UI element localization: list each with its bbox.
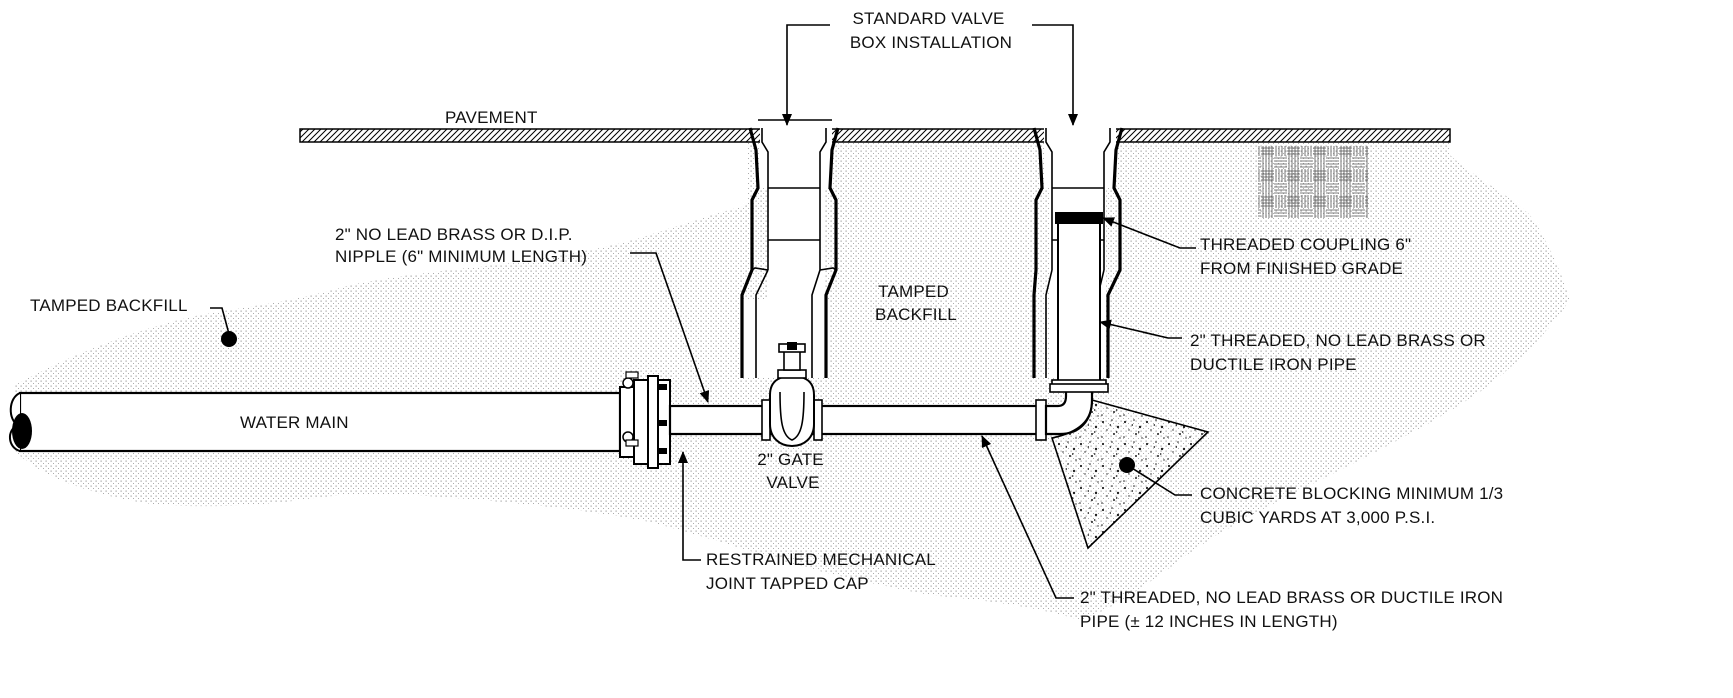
leader-cap bbox=[678, 451, 701, 561]
leader-valve-box-right bbox=[1032, 24, 1078, 126]
leader-nipple bbox=[630, 252, 710, 403]
threaded-pipe-horizontal-label: 2" THREADED, NO LEAD BRASS OR DUCTILE IR… bbox=[1080, 588, 1508, 631]
nipple-label: 2" NO LEAD BRASS OR D.I.P. NIPPLE (6" MI… bbox=[335, 225, 587, 266]
threaded-coupling bbox=[1055, 212, 1103, 224]
leader-backfill-left bbox=[210, 307, 230, 335]
horizontal-threaded-pipe bbox=[668, 404, 1044, 436]
tamped-backfill-left-label: TAMPED BACKFILL bbox=[30, 296, 188, 315]
pavement-label: PAVEMENT bbox=[445, 108, 538, 127]
backfill-dot bbox=[221, 331, 237, 347]
leader-threaded-coupling bbox=[1102, 217, 1196, 249]
valve-box-right bbox=[1032, 127, 1124, 389]
leader-threaded-pipe-horizontal bbox=[981, 435, 1074, 599]
concrete-blocking-label: CONCRETE BLOCKING MINIMUM 1/3 CUBIC YARD… bbox=[1200, 484, 1508, 527]
water-main-label: WATER MAIN bbox=[240, 413, 349, 432]
leader-concrete bbox=[1126, 464, 1192, 496]
mechanical-joint-cap bbox=[619, 371, 671, 469]
concrete-blocking bbox=[1050, 398, 1210, 550]
leader-threaded-pipe-vertical bbox=[1099, 319, 1182, 339]
valve-box-left bbox=[740, 119, 840, 378]
restrained-cap-label: RESTRAINED MECHANICAL JOINT TAPPED CAP bbox=[706, 550, 940, 593]
pavement bbox=[299, 128, 1451, 143]
threaded-pipe-vertical-label: 2" THREADED, NO LEAD BRASS OR DUCTILE IR… bbox=[1190, 331, 1491, 374]
threaded-coupling-label: THREADED COUPLING 6" FROM FINISHED GRADE bbox=[1200, 235, 1416, 278]
tamped-backfill-center-label: TAMPED BACKFILL bbox=[875, 282, 957, 324]
standard-valve-box-label: STANDARD VALVE BOX INSTALLATION bbox=[850, 9, 1012, 52]
gate-valve-label: 2" GATE VALVE bbox=[757, 450, 829, 492]
existing-soil-pattern bbox=[1258, 146, 1368, 218]
pipe-elbow bbox=[1035, 383, 1109, 441]
gate-valve bbox=[761, 342, 823, 448]
leader-valve-box-left bbox=[782, 24, 830, 126]
